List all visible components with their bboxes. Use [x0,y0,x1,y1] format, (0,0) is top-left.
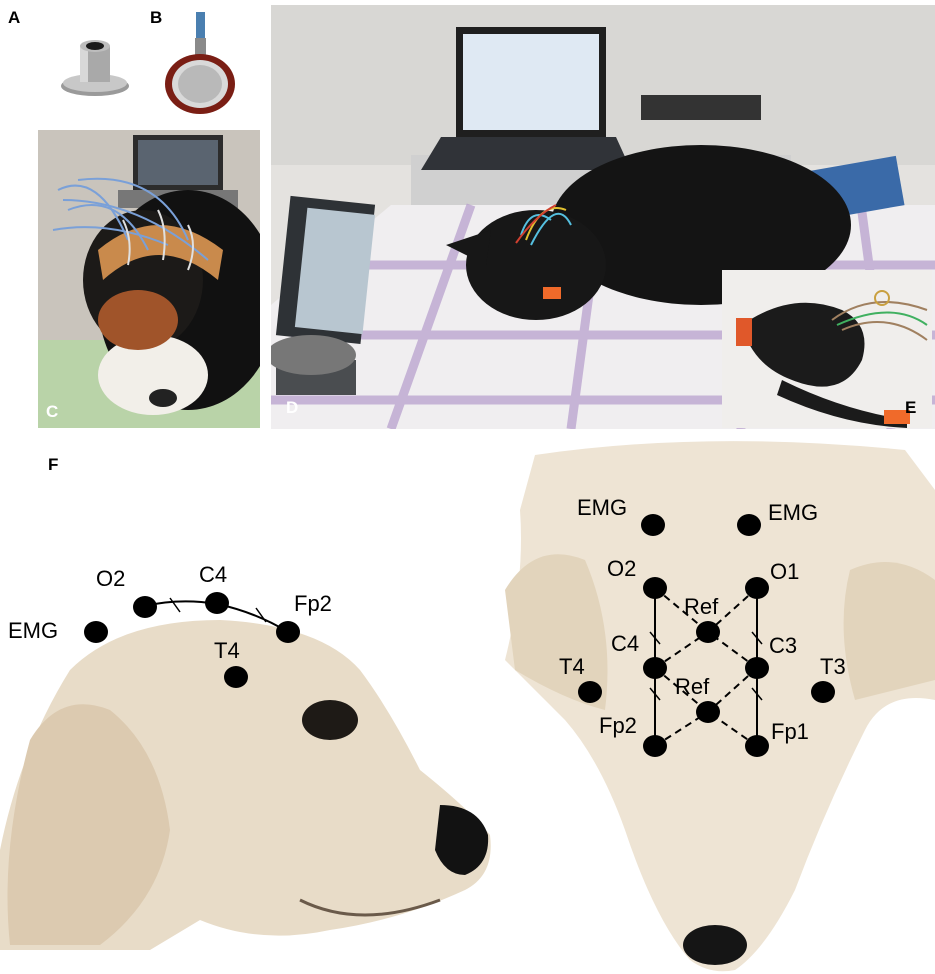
electrode-emg-left-dot [641,514,665,536]
cup-electrode-photo [55,28,135,100]
panel-label-d: D [286,398,299,417]
eeg-harness-photo [722,270,932,428]
label-fp2-top: Fp2 [599,713,637,738]
panel-label-b: B [150,8,163,27]
electrode-c4-top-dot [643,657,667,679]
dog-top-view-photo [505,430,935,974]
dog-eeg-cap-photo [38,130,260,428]
electrode-fp1-dot [745,735,769,757]
electrode-ref-upper-dot [696,621,720,643]
label-c4-top: C4 [611,631,640,656]
electrode-fp2-top-dot [643,735,667,757]
panel-label-c: C [46,402,59,421]
label-c3: C3 [769,633,798,658]
label-fp2: Fp2 [294,591,332,616]
label-t4-top: T4 [559,654,585,679]
label-ref-lower: Ref [675,674,710,699]
label-c4: C4 [199,562,228,587]
electrode-o2-top-dot [643,577,667,599]
disk-electrode-photo [160,10,240,118]
label-o2-top: O2 [607,556,637,581]
electrode-t3-dot [811,681,835,703]
panel-label-f: F [48,455,59,474]
electrode-fp2-dot [276,621,300,643]
label-fp1: Fp1 [771,719,809,744]
electrode-o2-dot [133,596,157,618]
label-emg-right: EMG [768,500,819,525]
panel-label-a: A [8,8,21,27]
electrode-emg-right-dot [737,514,761,536]
label-emg-left: EMG [577,495,628,520]
label-ref-upper: Ref [684,594,719,619]
panel-label-e: E [905,398,917,417]
electrode-c4-dot [205,592,229,614]
label-o2: O2 [96,566,126,591]
label-t3: T3 [820,654,846,679]
electrode-t4-dot [224,666,248,688]
electrode-ref-lower-dot [696,701,720,723]
electrode-t4-top-dot [578,681,602,703]
label-emg: EMG [8,618,59,643]
dog-side-view-photo [0,600,500,974]
electrode-o1-dot [745,577,769,599]
label-o1: O1 [770,559,800,584]
electrode-emg-dot [84,621,108,643]
electrode-c3-dot [745,657,769,679]
label-t4: T4 [214,638,240,663]
